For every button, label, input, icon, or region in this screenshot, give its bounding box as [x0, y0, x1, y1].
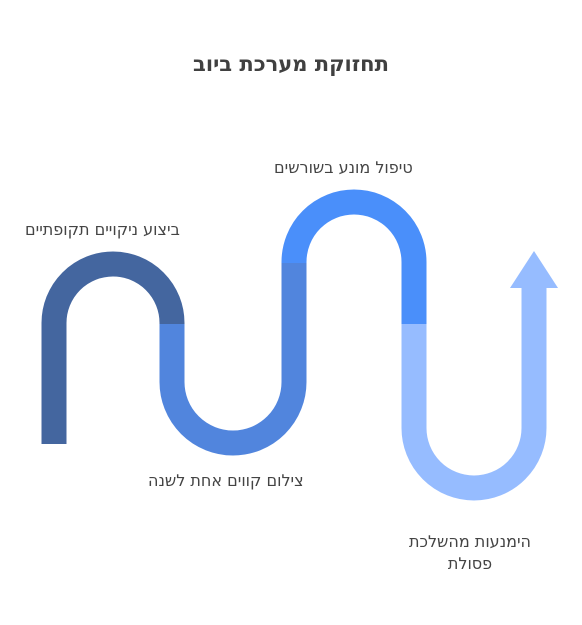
- step-label-root-treatment: טיפול מונע בשורשים: [274, 158, 413, 177]
- path-segment-root-treatment: [281, 189, 427, 325]
- step-label-periodic-cleaning: ביצוע ניקויים תקופתיים: [25, 220, 180, 239]
- path-segment-waste-prevention: [401, 287, 547, 501]
- step-label-annual-inspection: צילום קווים אחת לשנה: [148, 471, 304, 490]
- arrow-up-icon: [510, 251, 558, 288]
- step-label-waste-prevention: הימנעות מהשלכת פסולת: [408, 532, 531, 573]
- path-segment-annual-inspection: [159, 262, 307, 456]
- diagram-title: תחזוקת מערכת ביוב: [193, 52, 389, 76]
- path-segment-periodic-cleaning: [41, 251, 185, 444]
